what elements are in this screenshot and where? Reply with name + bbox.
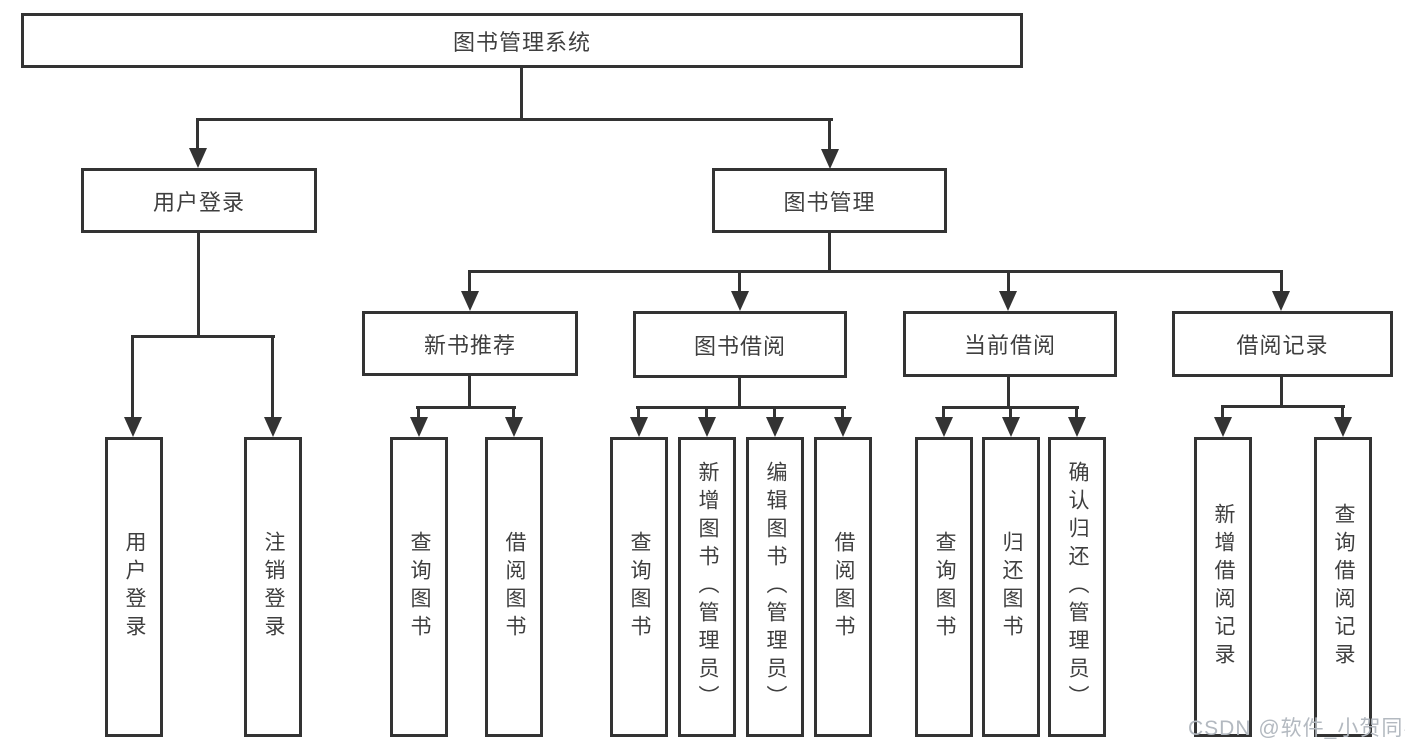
node-label: 图书管理 xyxy=(783,189,876,215)
leaf-logout: 注销登录 xyxy=(244,437,302,737)
node-book-borrowing: 图书借阅 xyxy=(633,311,847,378)
arrow-down-icon xyxy=(1334,417,1352,437)
node-label: 查询图书 xyxy=(628,531,651,643)
node-label: 图书借阅 xyxy=(693,333,786,359)
connector-stem xyxy=(738,378,741,409)
arrow-down-icon xyxy=(1068,417,1086,437)
leaf-edit-book-admin: 编辑图书（管理员） xyxy=(746,437,804,737)
connector-to-leaf xyxy=(1009,406,1012,419)
node-label: 确认归还（管理员） xyxy=(1066,461,1089,713)
node-label: 查询借阅记录 xyxy=(1332,503,1355,671)
arrow-down-icon xyxy=(189,148,207,168)
node-label: 新增借阅记录 xyxy=(1212,503,1235,671)
node-label: 借阅图书 xyxy=(503,531,526,643)
connector-to-leaf xyxy=(942,406,945,419)
connector-to-borrow-record xyxy=(1280,270,1283,293)
leaf-query-borrow-record: 查询借阅记录 xyxy=(1314,437,1372,737)
connector-to-leaf xyxy=(773,406,776,419)
arrow-down-icon xyxy=(731,291,749,311)
arrow-down-icon xyxy=(821,149,839,169)
arrow-down-icon xyxy=(124,417,142,437)
connector-to-leaf xyxy=(1075,406,1078,419)
arrow-down-icon xyxy=(935,417,953,437)
node-label: 用户登录 xyxy=(123,531,146,643)
arrow-down-icon xyxy=(630,417,648,437)
connector-to-leaf xyxy=(1341,405,1344,419)
connector-to-leaf xyxy=(131,335,134,419)
leaf-query-books-current: 查询图书 xyxy=(915,437,973,737)
node-current-borrowing: 当前借阅 xyxy=(903,311,1117,377)
arrow-down-icon xyxy=(698,417,716,437)
node-label: 新增图书（管理员） xyxy=(696,461,719,713)
leaf-borrow-books-recommend: 借阅图书 xyxy=(485,437,543,737)
csdn-watermark: CSDN @软件_小贺同学 xyxy=(1188,717,1405,740)
arrow-down-icon xyxy=(766,417,784,437)
node-label: 当前借阅 xyxy=(963,333,1056,358)
leaf-user-login: 用户登录 xyxy=(105,437,163,737)
connector-to-leaf xyxy=(271,335,274,419)
node-borrowing-records: 借阅记录 xyxy=(1172,311,1393,377)
connector-to-leaf xyxy=(705,406,708,419)
node-label: 借阅图书 xyxy=(832,531,855,643)
leaf-query-books-recommend: 查询图书 xyxy=(390,437,448,737)
connector-rail xyxy=(636,406,846,409)
leaf-add-borrow-record: 新增借阅记录 xyxy=(1194,437,1252,737)
node-label: 图书管理系统 xyxy=(452,29,591,55)
connector-to-user-login xyxy=(196,118,199,150)
connector-to-new-book xyxy=(468,270,471,293)
connector-to-leaf xyxy=(637,406,640,419)
node-label: 查询图书 xyxy=(408,531,431,643)
connector-to-book-borrow xyxy=(738,270,741,293)
connector-to-leaf xyxy=(841,406,844,419)
connector-root-stem xyxy=(520,68,523,120)
connector-book-mgmt-stem xyxy=(828,233,831,273)
connector-book-mgmt-rail xyxy=(468,270,1283,273)
node-root-library-management-system: 图书管理系统 xyxy=(21,13,1023,68)
connector-stem xyxy=(1280,377,1283,408)
arrow-down-icon xyxy=(410,417,428,437)
arrow-down-icon xyxy=(505,417,523,437)
arrow-down-icon xyxy=(834,417,852,437)
leaf-add-book-admin: 新增图书（管理员） xyxy=(678,437,736,737)
connector-user-login-rail xyxy=(131,335,275,338)
arrow-down-icon xyxy=(999,291,1017,311)
arrow-down-icon xyxy=(1214,417,1232,437)
connector-rail xyxy=(416,406,516,409)
arrow-down-icon xyxy=(264,417,282,437)
arrow-down-icon xyxy=(1002,417,1020,437)
connector-root-rail xyxy=(196,118,833,121)
node-label: 借阅记录 xyxy=(1236,333,1329,358)
arrow-down-icon xyxy=(1272,291,1290,311)
node-user-login: 用户登录 xyxy=(81,168,317,233)
arrow-down-icon xyxy=(461,291,479,311)
leaf-confirm-return-admin: 确认归还（管理员） xyxy=(1048,437,1106,737)
connector-to-leaf xyxy=(512,406,515,419)
connector-to-leaf xyxy=(417,406,420,419)
connector-rail xyxy=(1221,405,1345,408)
connector-stem xyxy=(468,376,471,409)
node-label: 查询图书 xyxy=(933,531,956,643)
node-label: 用户登录 xyxy=(152,189,245,215)
leaf-borrow-books-borrowing: 借阅图书 xyxy=(814,437,872,737)
connector-user-login-stem xyxy=(197,233,200,337)
node-label: 归还图书 xyxy=(1000,531,1023,643)
node-label: 新书推荐 xyxy=(423,332,516,358)
connector-to-leaf xyxy=(1221,405,1224,419)
leaf-return-book: 归还图书 xyxy=(982,437,1040,737)
node-book-management: 图书管理 xyxy=(712,168,947,233)
connector-to-current-borrow xyxy=(1007,270,1010,293)
node-label: 编辑图书（管理员） xyxy=(764,461,787,713)
connector-stem xyxy=(1007,377,1010,409)
leaf-query-books-borrowing: 查询图书 xyxy=(610,437,668,737)
node-new-book-recommend: 新书推荐 xyxy=(362,311,578,376)
node-label: 注销登录 xyxy=(262,531,285,643)
connector-to-book-management xyxy=(828,118,831,151)
